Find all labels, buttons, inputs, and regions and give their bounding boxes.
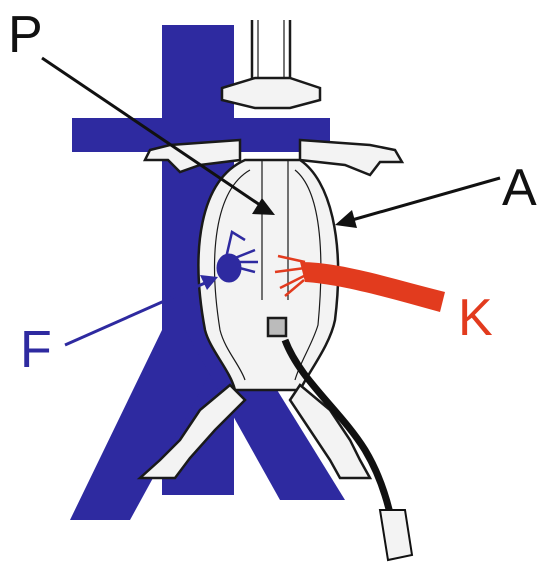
label-p: P xyxy=(8,6,43,64)
right-branch xyxy=(300,140,402,175)
label-a: A xyxy=(502,159,537,217)
top-cross xyxy=(222,78,320,108)
arrow-a xyxy=(352,178,500,220)
label-k: K xyxy=(458,289,493,347)
tube-clip xyxy=(268,318,286,336)
label-f: F xyxy=(20,321,52,379)
catheter-tip xyxy=(380,510,412,560)
upper-tube-inner xyxy=(258,20,284,85)
arrow-a-head xyxy=(335,210,357,228)
